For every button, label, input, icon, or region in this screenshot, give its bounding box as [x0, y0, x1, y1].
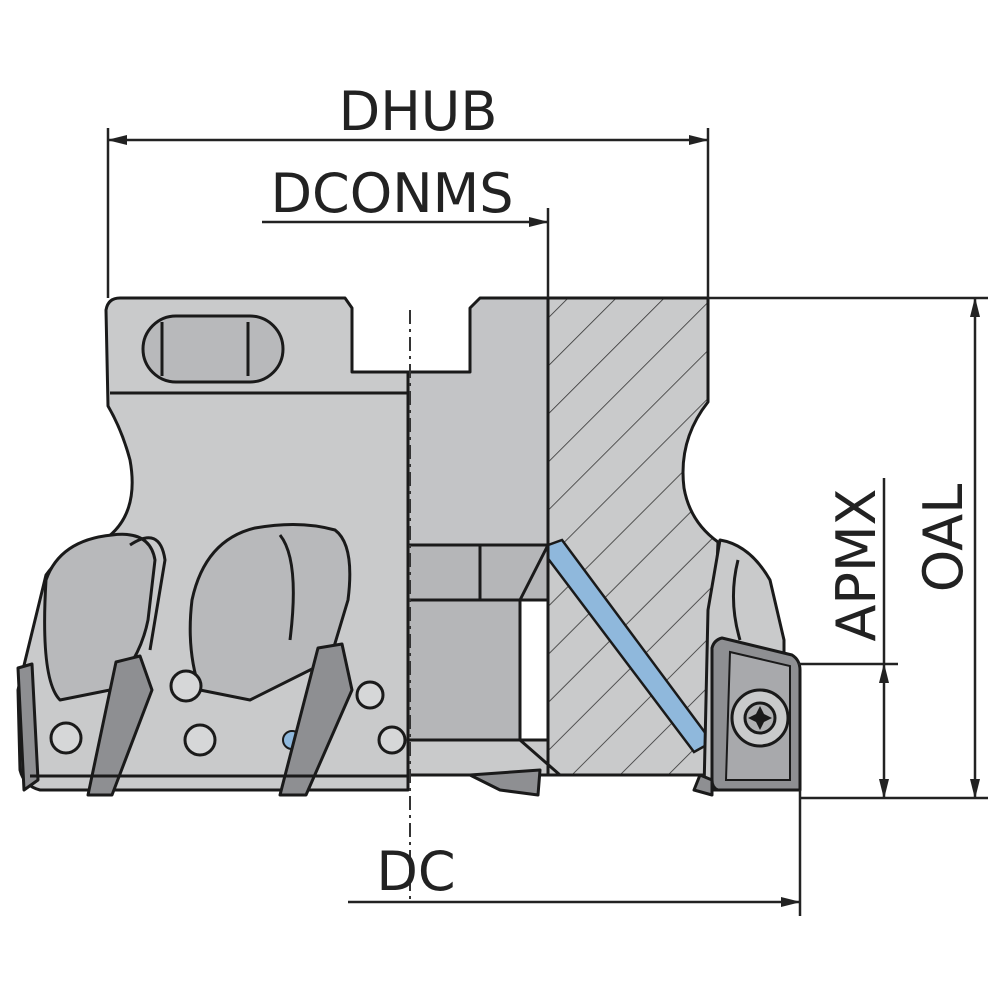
section-inner-edge	[518, 298, 561, 777]
cutter-body-section	[518, 296, 720, 777]
insert-center-tip	[468, 768, 542, 797]
pocket-edge-2	[278, 534, 295, 641]
screw-hole-3	[183, 723, 217, 757]
insert-left-2	[278, 642, 354, 797]
label-dhub: DHUB	[339, 80, 498, 143]
section-fill	[548, 298, 718, 775]
label-dconms: DCONMS	[270, 162, 513, 225]
pocket-right-edge	[732, 559, 742, 641]
label-dc: DC	[376, 840, 455, 903]
cutter-body-bore	[406, 296, 562, 797]
screw-hole-2	[169, 669, 203, 703]
insert-left-edge	[16, 662, 40, 792]
screw-hole-1	[49, 721, 83, 755]
dimension-lines	[106, 128, 988, 916]
bore-upper	[406, 296, 550, 547]
screw-hole-5	[377, 725, 407, 755]
screw-hole-4	[355, 680, 385, 710]
section-outline	[546, 296, 720, 777]
bore-step	[406, 543, 550, 742]
label-apmx: APMX	[825, 488, 888, 641]
chip-pocket-2	[188, 522, 352, 702]
cutter-body-outside-view	[16, 296, 410, 797]
pocket-edge-1	[129, 536, 167, 651]
insert-right-tip	[692, 773, 714, 797]
label-oal: OAL	[912, 484, 975, 593]
drive-slot	[141, 314, 285, 384]
insert-left-1	[86, 654, 154, 797]
dimension-labels: DHUB DCONMS DC APMX OAL	[270, 80, 975, 903]
torx-star-icon	[748, 706, 772, 730]
right-insert-assembly	[560, 538, 802, 797]
